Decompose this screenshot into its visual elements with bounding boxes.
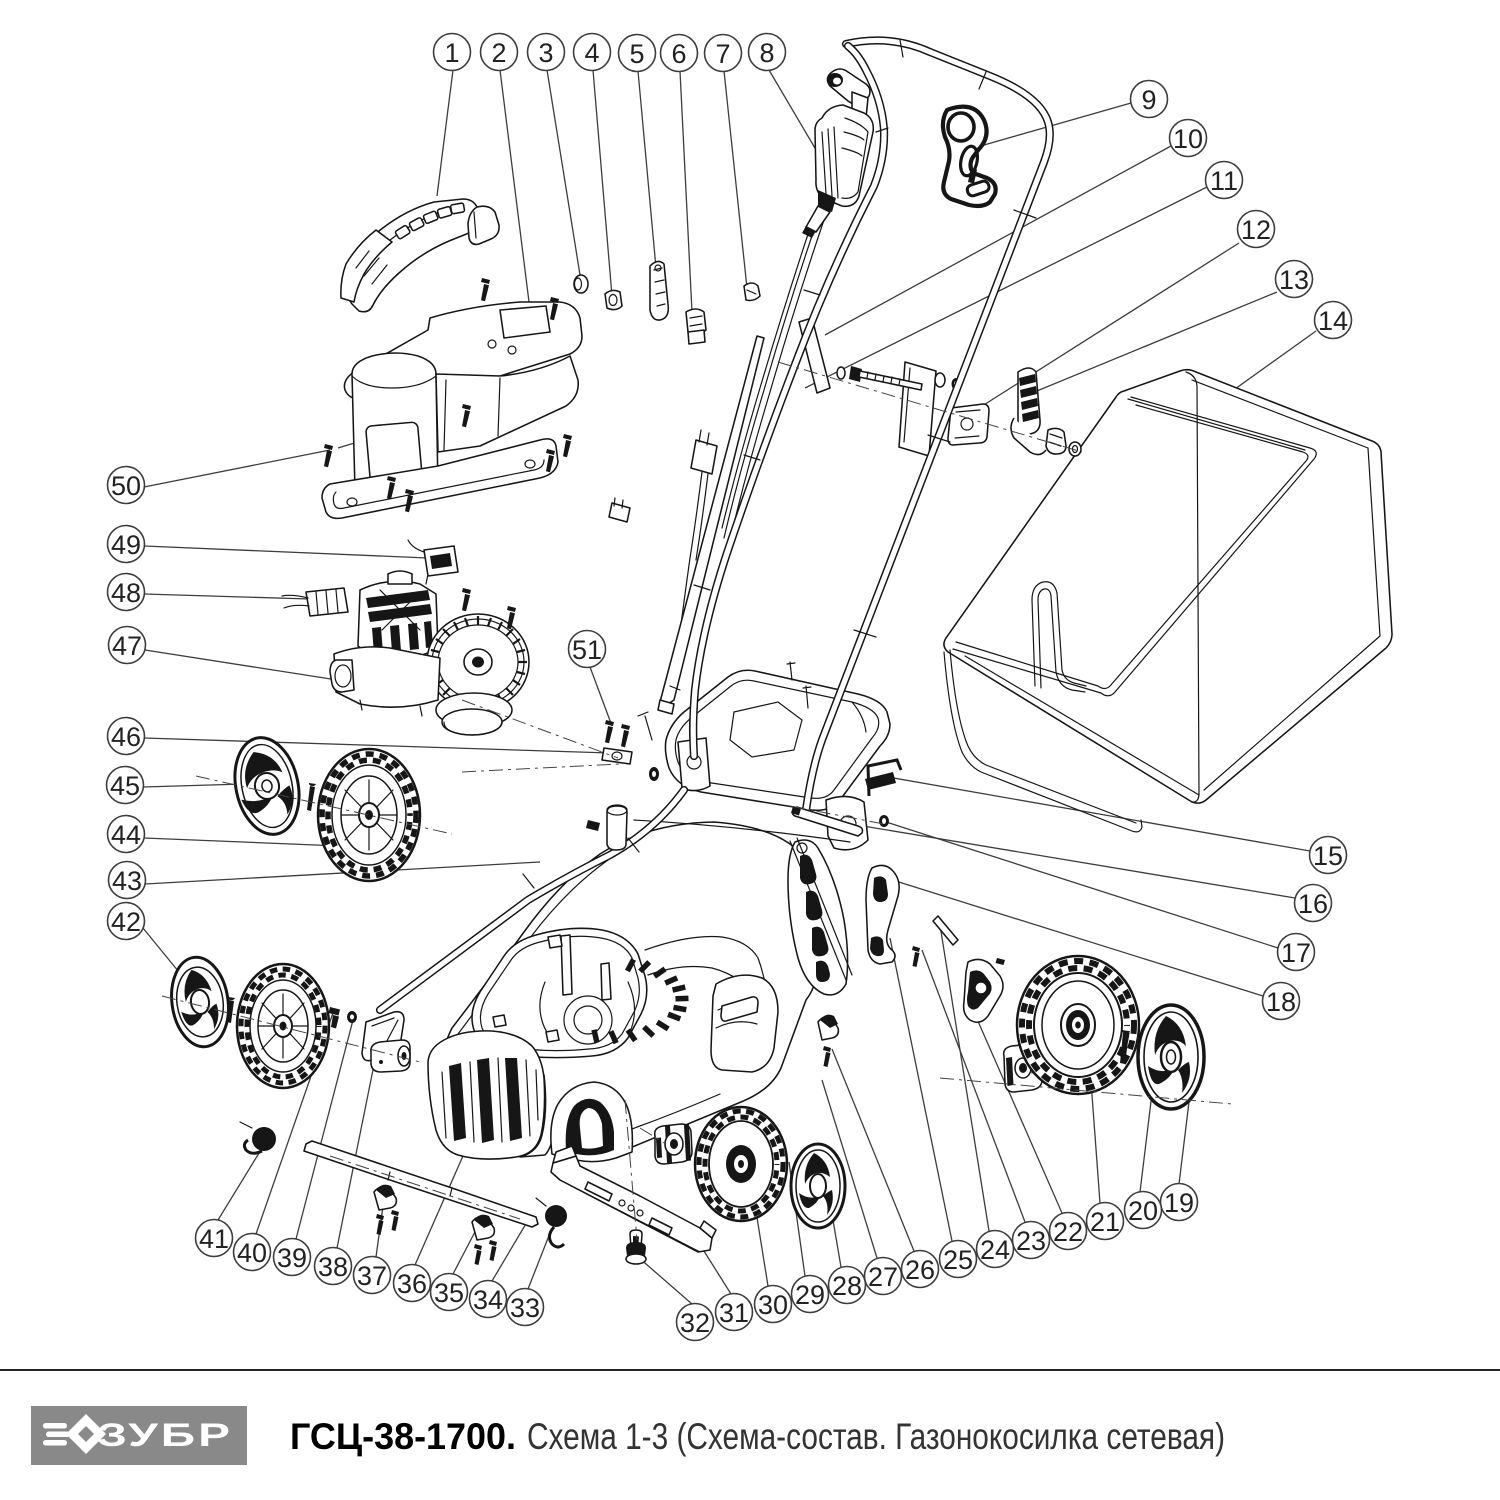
svg-text:2: 2 [491,38,506,68]
svg-text:19: 19 [1164,1188,1194,1218]
svg-text:15: 15 [1313,841,1343,871]
svg-text:20: 20 [1128,1196,1158,1226]
svg-text:ГСЦ-38-1700.: ГСЦ-38-1700. [290,1416,516,1457]
svg-text:28: 28 [832,1271,862,1301]
svg-text:44: 44 [111,820,141,850]
svg-text:12: 12 [1241,215,1271,245]
svg-text:3: 3 [538,38,553,68]
svg-text:43: 43 [112,866,142,896]
svg-text:39: 39 [277,1243,307,1273]
svg-text:21: 21 [1090,1207,1120,1237]
svg-text:51: 51 [572,635,602,665]
svg-text:48: 48 [111,578,141,608]
svg-text:41: 41 [199,1224,229,1254]
svg-text:30: 30 [758,1290,788,1320]
svg-text:25: 25 [943,1245,973,1275]
svg-text:42: 42 [111,907,141,937]
svg-text:35: 35 [434,1278,464,1308]
svg-text:Схема 1-3 (Схема-состав. Газон: Схема 1-3 (Схема-состав. Газонокосилка с… [527,1416,1225,1457]
svg-text:38: 38 [318,1252,348,1282]
svg-text:24: 24 [980,1235,1010,1265]
svg-text:26: 26 [905,1255,935,1285]
svg-text:22: 22 [1053,1217,1083,1247]
svg-text:16: 16 [1298,889,1328,919]
svg-text:9: 9 [1141,85,1156,115]
svg-text:34: 34 [473,1285,503,1315]
svg-text:8: 8 [759,38,774,68]
svg-text:47: 47 [112,631,142,661]
svg-text:14: 14 [1318,306,1348,336]
svg-text:32: 32 [680,1308,710,1338]
svg-text:23: 23 [1016,1226,1046,1256]
svg-text:13: 13 [1279,265,1309,295]
svg-text:11: 11 [1210,166,1238,196]
svg-text:46: 46 [111,722,141,752]
svg-text:1: 1 [444,38,459,68]
svg-text:45: 45 [110,771,140,801]
svg-text:40: 40 [237,1238,267,1268]
svg-text:36: 36 [397,1269,427,1299]
svg-text:17: 17 [1281,938,1311,968]
svg-text:5: 5 [629,39,644,69]
svg-text:ЗУБР: ЗУБР [97,1417,233,1453]
svg-text:4: 4 [584,38,599,68]
svg-text:7: 7 [715,39,730,69]
svg-text:33: 33 [510,1293,540,1323]
svg-text:50: 50 [111,471,141,501]
svg-text:18: 18 [1266,987,1296,1017]
svg-text:10: 10 [1173,124,1203,154]
svg-text:6: 6 [671,39,686,69]
svg-text:31: 31 [719,1298,749,1328]
svg-text:27: 27 [868,1262,898,1292]
svg-text:37: 37 [357,1261,387,1291]
svg-text:49: 49 [111,530,141,560]
svg-text:29: 29 [795,1280,825,1310]
